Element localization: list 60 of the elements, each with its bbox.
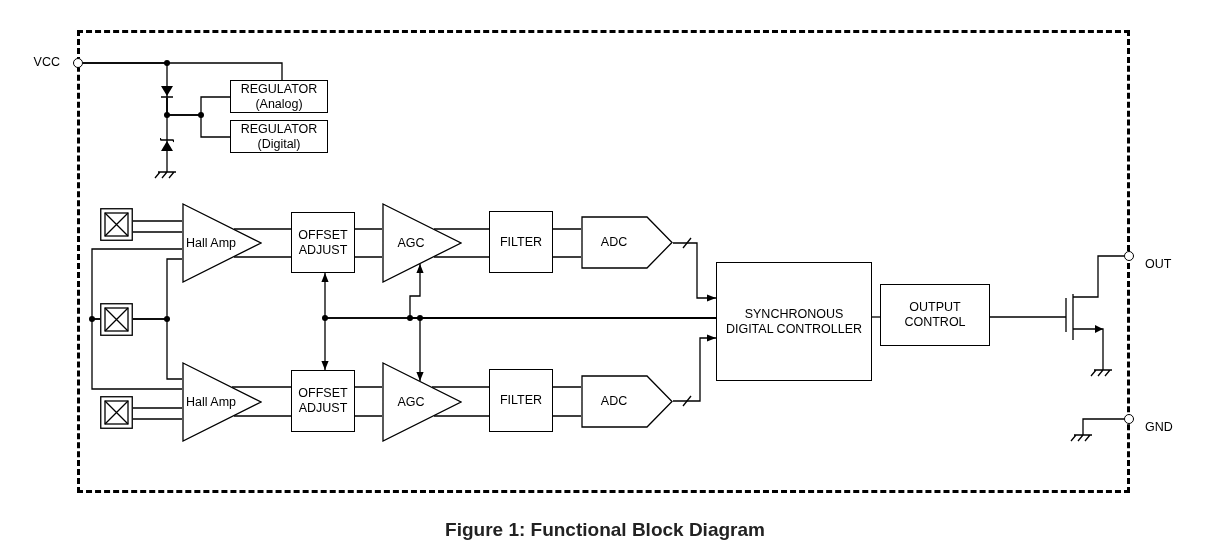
wire <box>552 228 582 258</box>
wire <box>354 386 383 417</box>
block-label: ADC <box>600 394 628 409</box>
diode-symbol <box>160 86 174 98</box>
converter-block <box>581 375 673 428</box>
function-block <box>880 284 990 346</box>
wire <box>233 228 292 258</box>
block-label: AGC <box>397 235 425 251</box>
wire <box>231 386 292 417</box>
block-label: REGULATOR (Digital) <box>239 121 319 152</box>
function-block <box>489 211 553 273</box>
pin-terminal <box>1124 251 1134 261</box>
block-label: OFFSET ADJUST <box>297 227 349 258</box>
arrow <box>672 334 717 402</box>
chip-boundary <box>77 30 1130 493</box>
hall-sensor-symbol <box>100 208 133 241</box>
block-label: OFFSET ADJUST <box>297 386 349 416</box>
amplifier-triangle <box>182 362 262 442</box>
pin-label: VCC <box>32 55 60 70</box>
block-label: AGC <box>397 394 425 410</box>
block-label: OUTPUT CONTROL <box>903 300 967 330</box>
function-block <box>230 80 328 113</box>
hall-sensor-symbol <box>100 303 133 336</box>
amplifier-triangle <box>382 362 462 442</box>
function-block <box>716 262 872 381</box>
block-label: Hall Amp <box>186 235 236 251</box>
wire <box>431 386 490 417</box>
wire <box>989 316 1061 318</box>
hall-sensor-symbol <box>100 396 133 429</box>
wire <box>91 318 183 390</box>
wire <box>132 407 183 420</box>
zener-diode-symbol <box>160 138 174 152</box>
figure-caption: Figure 1: Functional Block Diagram <box>444 518 766 542</box>
block-label: FILTER <box>499 234 543 250</box>
function-block <box>230 120 328 153</box>
arrow <box>672 242 717 302</box>
block-label: FILTER <box>499 393 543 408</box>
block-label: SYNCHRONOUS DIGITAL CONTROLLER <box>724 306 864 337</box>
wire <box>433 228 490 258</box>
converter-block <box>581 216 673 269</box>
wire <box>552 386 582 417</box>
wire <box>132 220 183 233</box>
function-block <box>291 370 355 432</box>
pin-terminal <box>1124 414 1134 424</box>
pin-label: OUT <box>1145 257 1172 272</box>
wire <box>354 228 383 258</box>
pin-label: GND <box>1145 420 1173 435</box>
amplifier-triangle <box>182 203 262 283</box>
wire <box>871 316 881 318</box>
block-label: ADC <box>600 235 628 250</box>
function-block <box>291 212 355 273</box>
wire <box>1097 255 1125 291</box>
transistor-symbol <box>1060 290 1106 342</box>
amplifier-triangle <box>382 203 462 283</box>
block-label: REGULATOR (Analog) <box>239 81 319 112</box>
pin-terminal <box>73 58 83 68</box>
wire <box>82 62 283 81</box>
function-block <box>489 369 553 432</box>
block-label: Hall Amp <box>186 394 236 410</box>
wire <box>166 97 231 138</box>
